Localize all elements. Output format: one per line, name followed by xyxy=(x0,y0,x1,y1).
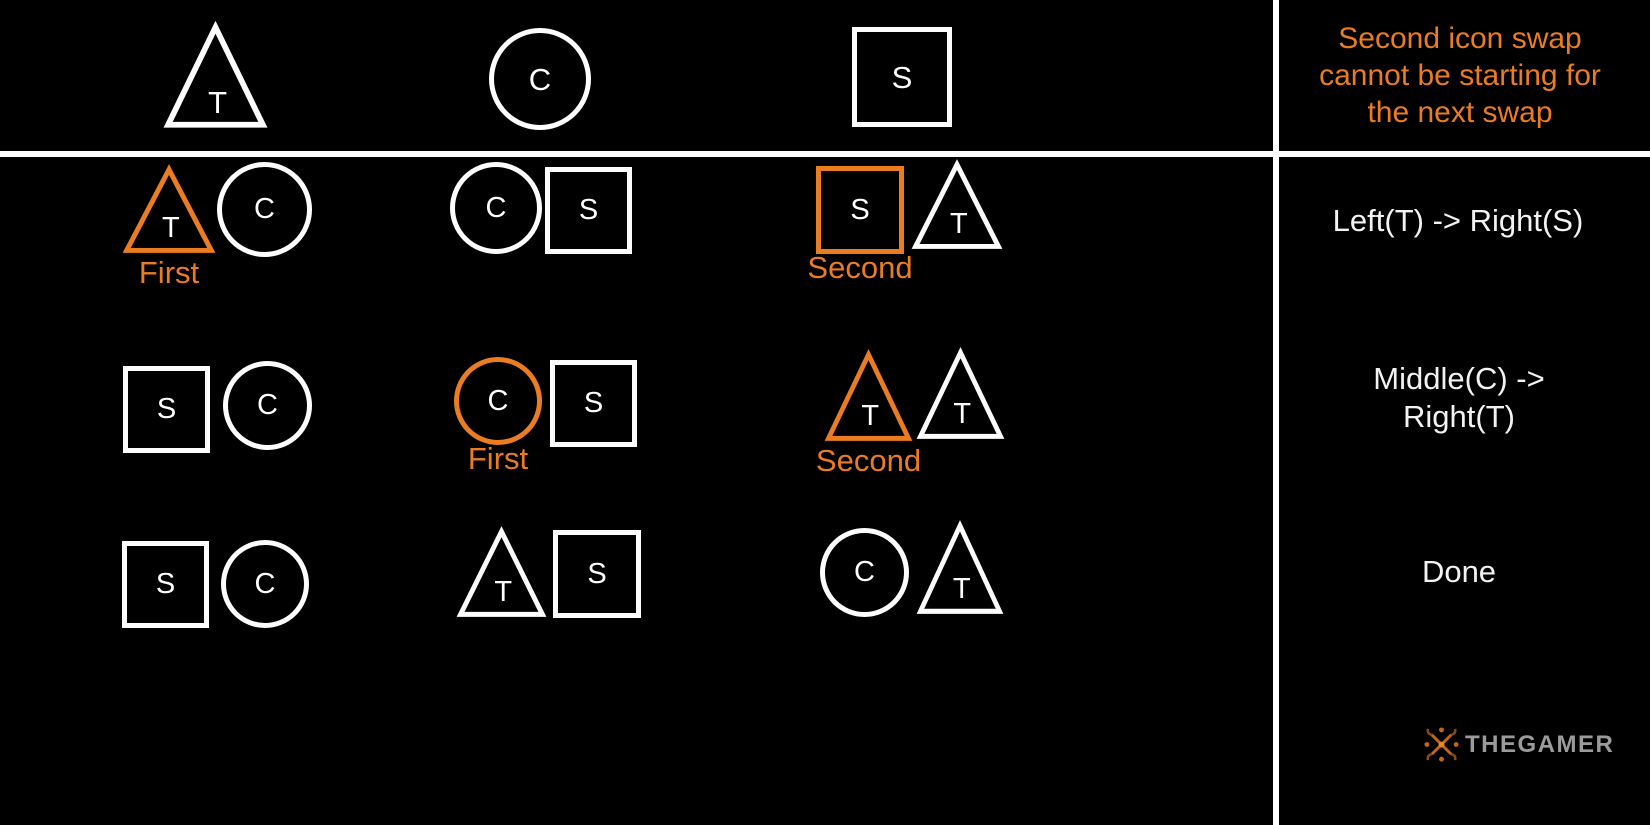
shape-letter: T xyxy=(949,208,968,240)
row2-middle-square: S xyxy=(550,360,637,447)
row3-left-square: S xyxy=(122,541,209,628)
thegamer-wordmark: THEGAMER xyxy=(1465,730,1615,758)
row3-middle-square: S xyxy=(553,530,641,618)
row3-right-circle: C xyxy=(820,528,909,617)
note-text: Second icon swap cannot be starting for … xyxy=(1319,22,1601,129)
shape-letter: T xyxy=(161,212,180,244)
instruction-step-3: Done xyxy=(1421,554,1497,589)
shape-letter: S xyxy=(578,194,599,226)
vertical-divider xyxy=(1273,0,1279,825)
header-circle-letter: C xyxy=(528,61,552,97)
row2-middle-circle-highlighted: C First xyxy=(454,357,542,474)
header-circle: C xyxy=(489,28,591,130)
shape-letter: S xyxy=(156,393,177,425)
row2-right-triangle-highlighted: T Second xyxy=(816,349,921,476)
row3-middle-triangle: T xyxy=(456,526,547,618)
header-square-letter: S xyxy=(891,59,913,95)
thegamer-ornament-icon xyxy=(1424,727,1459,762)
row2-left-circle: C xyxy=(223,361,312,450)
row2-left-square: S xyxy=(123,366,210,453)
row3-right-triangle: T xyxy=(916,520,1004,615)
second-label: Second xyxy=(815,443,922,478)
shape-letter: T xyxy=(494,576,513,608)
first-label: First xyxy=(467,441,529,476)
horizontal-divider xyxy=(0,151,1650,157)
row1-left-triangle-highlighted: T First xyxy=(122,164,216,288)
shape-letter: S xyxy=(587,557,607,590)
shape-letter: T xyxy=(953,398,972,430)
shape-letter: C xyxy=(254,567,276,600)
row1-right-square-highlighted: S Second xyxy=(807,166,913,283)
shape-letter: S xyxy=(155,568,176,600)
thegamer-logo: THEGAMER xyxy=(1423,726,1614,763)
row1-left-circle: C xyxy=(217,162,312,257)
shape-letter: T xyxy=(861,400,880,432)
header-triangle: T xyxy=(163,20,268,129)
instruction-step-2: Middle(C) -> Right(T) xyxy=(1373,361,1545,434)
row1-middle-circle: C xyxy=(450,162,542,254)
row1-middle-square: S xyxy=(545,167,632,254)
shape-letter: C xyxy=(257,389,278,421)
shape-letter: S xyxy=(850,193,870,226)
row3-left-circle: C xyxy=(221,540,309,628)
shape-letter: C xyxy=(485,191,507,224)
shape-letter: T xyxy=(952,573,971,605)
instruction-step-1: Left(T) -> Right(S) xyxy=(1332,203,1584,238)
row2-right-triangle: T xyxy=(916,347,1005,440)
row1-right-triangle: T xyxy=(911,159,1003,250)
shape-letter: C xyxy=(854,556,875,588)
header-square: S xyxy=(852,27,952,127)
shape-letter: S xyxy=(583,387,604,419)
shape-letter: C xyxy=(254,193,275,225)
second-label: Second xyxy=(807,250,913,285)
shape-letter: C xyxy=(487,384,509,417)
first-label: First xyxy=(138,255,200,290)
header-triangle-letter: T xyxy=(208,85,228,120)
